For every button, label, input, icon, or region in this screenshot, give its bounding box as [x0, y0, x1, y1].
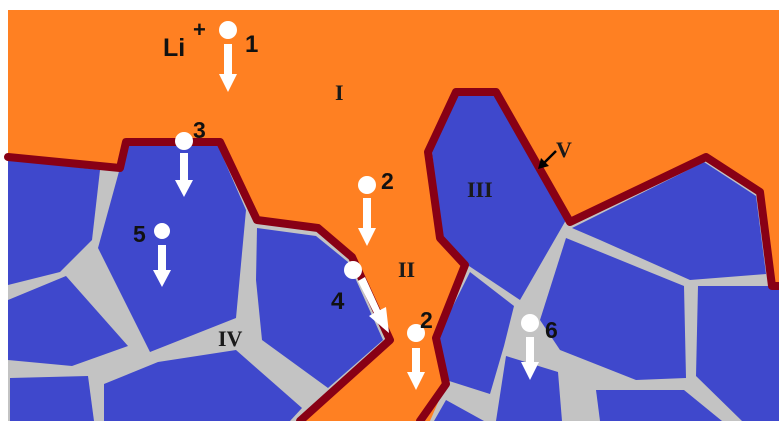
li-ion-dot	[154, 223, 170, 239]
li-ion-charge: +	[193, 17, 206, 42]
li-ion-dot	[175, 132, 193, 150]
marker-label-3: 3	[193, 117, 206, 143]
li-ion-dot	[219, 21, 237, 39]
region-label-v: V	[556, 137, 572, 162]
marker-label-2-upper: 2	[381, 168, 394, 194]
region-label-iii: III	[467, 177, 493, 202]
li-ion-symbol: Li	[163, 34, 185, 62]
grain	[10, 376, 94, 421]
marker-label-1: 1	[245, 31, 258, 58]
li-ion-dot	[358, 176, 376, 194]
li-ion-dot	[344, 261, 362, 279]
region-label-ii: II	[398, 257, 415, 282]
marker-label-6: 6	[545, 317, 558, 343]
marker-label-5: 5	[133, 221, 146, 247]
marker-label-2-lower: 2	[420, 307, 433, 333]
marker-label-4: 4	[331, 288, 345, 315]
region-label-i: I	[335, 80, 344, 105]
region-label-iv: IV	[218, 326, 243, 351]
li-ion-dot	[521, 314, 539, 332]
